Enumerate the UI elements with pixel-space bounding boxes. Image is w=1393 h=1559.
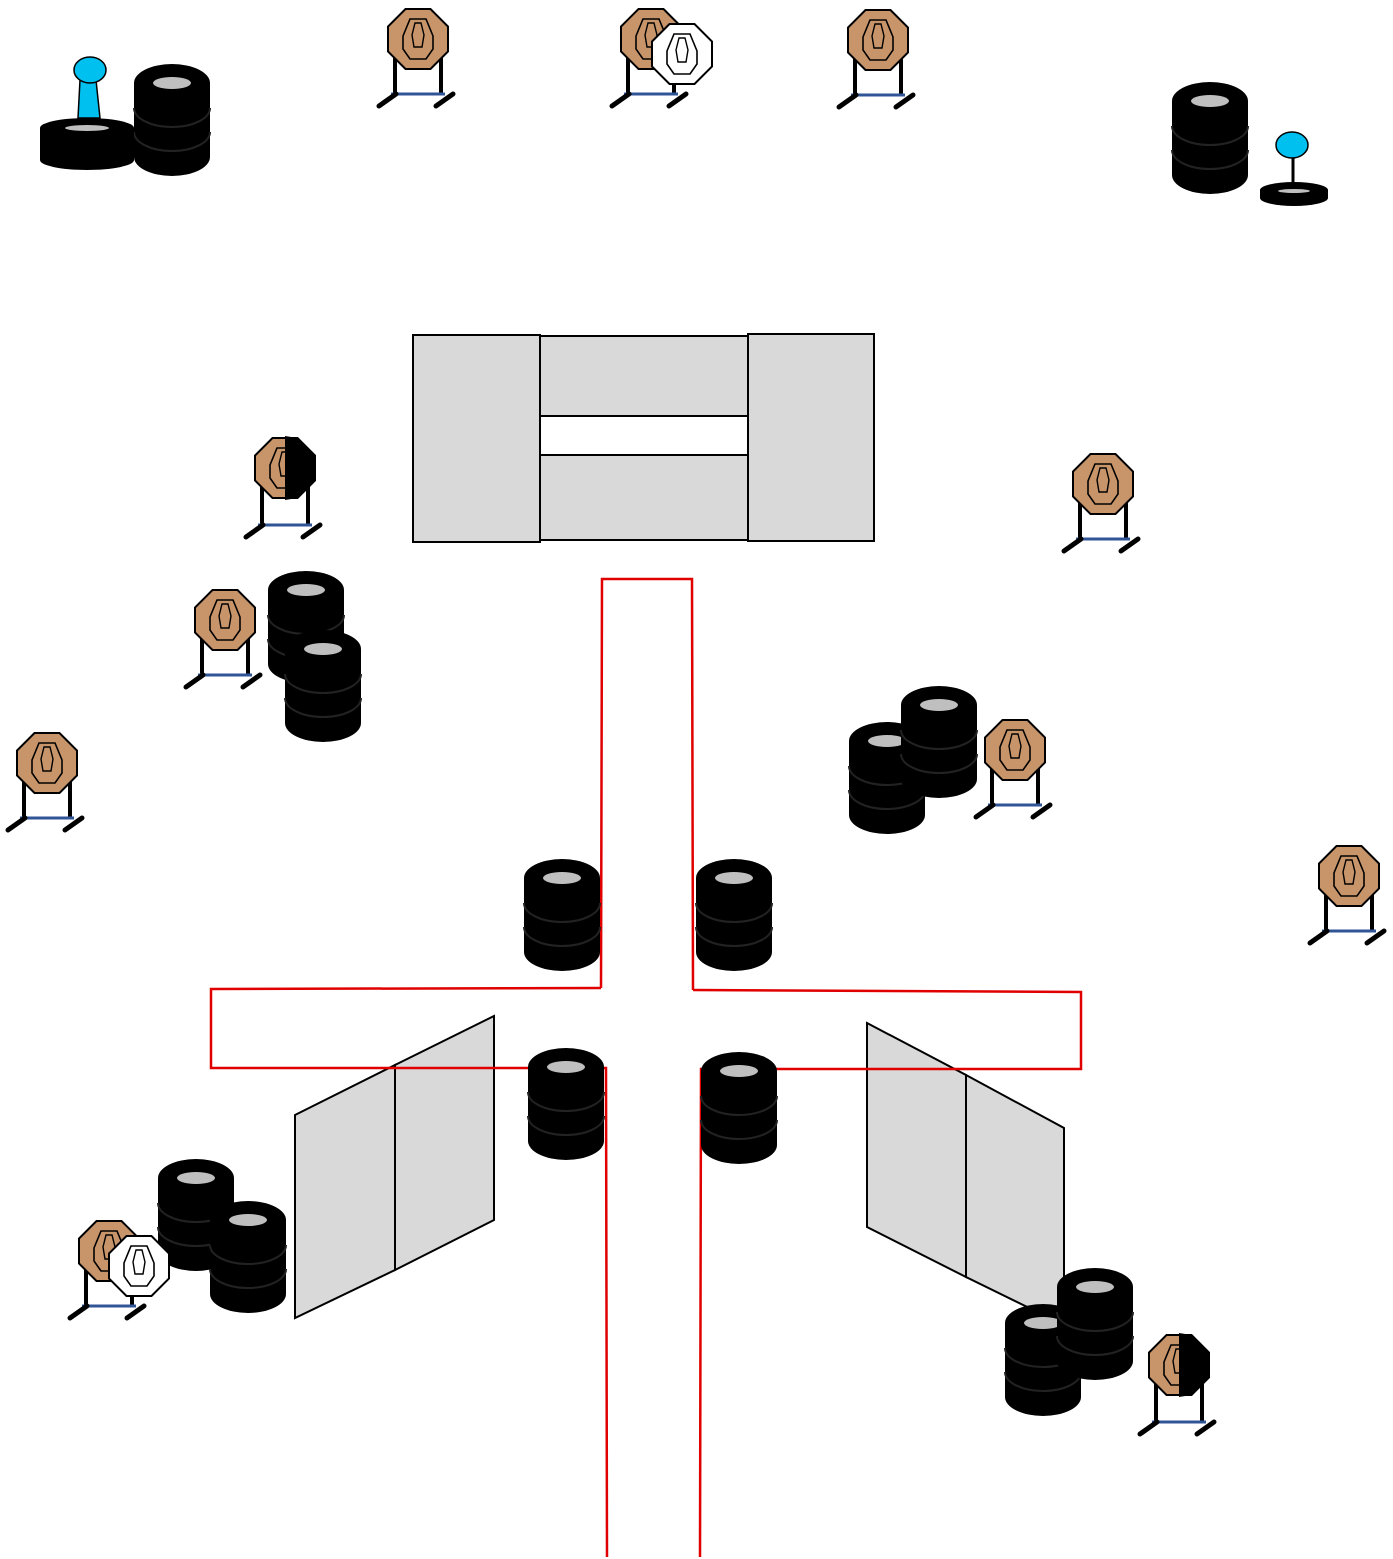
target-left-edge: [8, 733, 82, 830]
right-angled-barricade: [866, 1021, 1065, 1327]
tire-stack: [700, 1051, 778, 1165]
target-half-left: [246, 436, 320, 537]
target-right-mid: [976, 720, 1050, 817]
target-right-edge: [1310, 846, 1384, 943]
left-angled-barricade: [294, 1014, 495, 1320]
no-shoot-bottom-left: [108, 1235, 170, 1297]
target-left-mid: [186, 590, 260, 687]
tire-stack: [1056, 1267, 1134, 1381]
fault-line-left-arm: [209, 986, 609, 1558]
target-right-upper: [1064, 454, 1138, 551]
popper-left: [40, 56, 134, 170]
tire-stack: [284, 629, 362, 743]
fault-line-upper-box: [599, 577, 695, 991]
fault-lines: [209, 577, 1083, 1558]
tire-stack: [523, 858, 601, 972]
tire-stack: [209, 1200, 287, 1314]
tire-stack: [133, 63, 211, 177]
tire-stack: [900, 685, 978, 799]
popper-right: [1260, 131, 1328, 206]
center-barricade: [412, 333, 875, 543]
target-top-1: [379, 9, 453, 106]
target-top-3: [839, 10, 913, 107]
tire-stack: [1171, 81, 1249, 195]
tire-stack: [695, 858, 773, 972]
tire-stack: [527, 1047, 605, 1161]
target-half-bottom-right: [1140, 1333, 1214, 1434]
fault-line-right-arm: [692, 988, 1083, 1558]
no-shoot-top: [651, 23, 713, 85]
